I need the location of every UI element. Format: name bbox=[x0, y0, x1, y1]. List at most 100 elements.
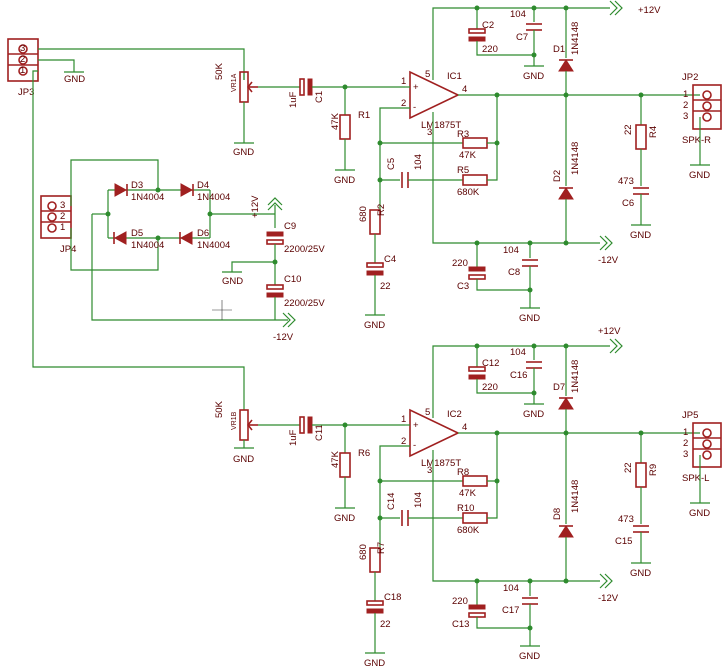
svg-text:R6: R6 bbox=[358, 448, 370, 459]
svg-text:VR1B: VR1B bbox=[231, 411, 238, 430]
svg-text:104: 104 bbox=[510, 9, 526, 20]
svg-text:GND: GND bbox=[630, 568, 651, 579]
svg-text:473: 473 bbox=[618, 514, 634, 525]
svg-text:680: 680 bbox=[358, 544, 369, 560]
svg-text:GND: GND bbox=[519, 313, 540, 324]
jp5-connector: JP5 1 2 3 SPK-L bbox=[682, 410, 722, 484]
svg-text:680K: 680K bbox=[457, 525, 480, 536]
svg-text:LM1875T: LM1875T bbox=[421, 120, 461, 131]
svg-text:GND: GND bbox=[523, 71, 544, 82]
svg-text:GND: GND bbox=[334, 175, 355, 186]
jp3-pin1: 1 bbox=[20, 65, 25, 76]
svg-text:2: 2 bbox=[683, 100, 688, 111]
svg-text:220: 220 bbox=[482, 44, 498, 55]
svg-text:GND: GND bbox=[630, 230, 651, 241]
svg-text:104: 104 bbox=[503, 245, 519, 256]
diode-d5: D5 1N4004 bbox=[113, 228, 164, 251]
svg-text:JP5: JP5 bbox=[682, 410, 698, 421]
diode-d3: D3 1N4004 bbox=[114, 180, 164, 203]
svg-text:1uF: 1uF bbox=[288, 91, 299, 108]
svg-text:1N4148: 1N4148 bbox=[570, 480, 581, 513]
jp4-label: JP4 bbox=[60, 244, 76, 255]
svg-text:+12V: +12V bbox=[598, 326, 621, 337]
svg-text:22: 22 bbox=[623, 462, 634, 473]
svg-text:GND: GND bbox=[689, 508, 710, 519]
svg-text:1N4004: 1N4004 bbox=[131, 240, 164, 251]
svg-text:C15: C15 bbox=[615, 536, 632, 547]
svg-text:2: 2 bbox=[401, 98, 406, 109]
opamp-ic1: + - IC1 LM1875T 1 2 4 5 3 bbox=[401, 69, 467, 131]
svg-text:C12: C12 bbox=[482, 358, 499, 369]
svg-text:1N4148: 1N4148 bbox=[570, 22, 581, 55]
svg-text:D2: D2 bbox=[552, 170, 563, 182]
svg-text:LM1875T: LM1875T bbox=[421, 458, 461, 469]
svg-text:1: 1 bbox=[683, 427, 688, 438]
cap-c9: C9 2200/25V bbox=[266, 221, 325, 255]
svg-text:C8: C8 bbox=[508, 267, 520, 278]
svg-text:+12V: +12V bbox=[638, 5, 661, 16]
svg-text:3: 3 bbox=[427, 127, 432, 138]
svg-text:GND: GND bbox=[334, 513, 355, 524]
svg-text:JP2: JP2 bbox=[682, 72, 698, 83]
svg-text:D3: D3 bbox=[131, 180, 143, 191]
svg-text:C18: C18 bbox=[384, 592, 401, 603]
svg-text:220: 220 bbox=[482, 382, 498, 393]
svg-text:1: 1 bbox=[401, 414, 406, 425]
jp2-connector: JP2 1 2 3 SPK-R bbox=[682, 72, 722, 146]
svg-text:GND: GND bbox=[364, 658, 385, 669]
svg-text:D8: D8 bbox=[552, 508, 563, 520]
svg-text:5: 5 bbox=[425, 407, 430, 418]
svg-text:1N4148: 1N4148 bbox=[570, 142, 581, 175]
svg-text:C2: C2 bbox=[482, 20, 494, 31]
svg-text:D7: D7 bbox=[553, 382, 565, 393]
cap-c10: C10 2200/25V bbox=[266, 274, 325, 309]
svg-text:-12V: -12V bbox=[598, 593, 619, 604]
svg-text:1: 1 bbox=[683, 89, 688, 100]
svg-text:1: 1 bbox=[401, 76, 406, 87]
svg-text:2200/25V: 2200/25V bbox=[284, 244, 325, 255]
svg-text:C14: C14 bbox=[386, 493, 397, 510]
svg-text:47K: 47K bbox=[330, 450, 341, 468]
svg-text:+: + bbox=[413, 420, 419, 431]
svg-text:220: 220 bbox=[452, 258, 468, 269]
svg-text:C1: C1 bbox=[314, 91, 325, 103]
svg-text:C9: C9 bbox=[284, 221, 296, 232]
svg-text:+: + bbox=[413, 82, 419, 93]
svg-text:47K: 47K bbox=[459, 150, 477, 161]
svg-text:3: 3 bbox=[683, 449, 688, 460]
svg-text:22: 22 bbox=[380, 281, 391, 292]
opamp-ic2: + - IC2 LM1875T 1 2 4 5 3 bbox=[401, 407, 467, 476]
jp4-connector: 3 2 1 JP4 bbox=[40, 195, 76, 255]
svg-text:R8: R8 bbox=[457, 467, 469, 478]
svg-text:IC1: IC1 bbox=[447, 71, 462, 82]
jp3-pin3: 3 bbox=[20, 43, 25, 54]
svg-text:R5: R5 bbox=[457, 165, 469, 176]
diode-d4: D4 1N4004 bbox=[180, 180, 230, 203]
svg-text:-: - bbox=[413, 102, 416, 113]
svg-text:4: 4 bbox=[462, 422, 467, 433]
svg-text:680: 680 bbox=[358, 206, 369, 222]
svg-text:D1: D1 bbox=[553, 44, 565, 55]
svg-text:2: 2 bbox=[60, 211, 65, 222]
svg-text:104: 104 bbox=[503, 583, 519, 594]
svg-text:2: 2 bbox=[683, 438, 688, 449]
psu-p12: +12V bbox=[250, 195, 261, 218]
svg-text:R3: R3 bbox=[457, 129, 469, 140]
svg-text:GND: GND bbox=[364, 320, 385, 331]
jp3-gnd: GND bbox=[64, 74, 85, 85]
svg-text:C3: C3 bbox=[457, 281, 469, 292]
cap-c1: 1uF C1 bbox=[288, 78, 325, 108]
svg-text:1N4148: 1N4148 bbox=[570, 360, 581, 393]
svg-text:GND: GND bbox=[233, 454, 254, 465]
svg-text:-12V: -12V bbox=[598, 255, 619, 266]
svg-text:104: 104 bbox=[510, 347, 526, 358]
svg-text:R1: R1 bbox=[358, 110, 370, 121]
svg-text:GND: GND bbox=[523, 409, 544, 420]
svg-text:GND: GND bbox=[689, 170, 710, 181]
svg-text:4: 4 bbox=[462, 84, 467, 95]
svg-text:C16: C16 bbox=[510, 370, 527, 381]
cap-c11: 1uF C11 bbox=[288, 416, 325, 446]
jp3-pin2: 2 bbox=[20, 54, 25, 65]
svg-text:1N4004: 1N4004 bbox=[197, 192, 230, 203]
svg-text:680K: 680K bbox=[457, 187, 480, 198]
